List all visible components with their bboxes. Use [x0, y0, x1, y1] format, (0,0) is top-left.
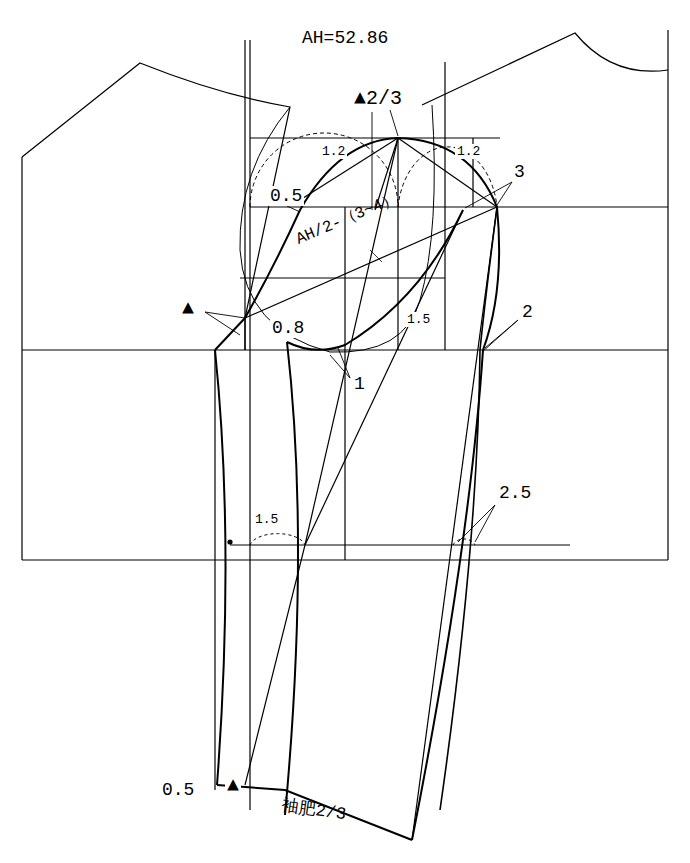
callout-number: 2 [520, 302, 535, 322]
dimension: 1.5 [405, 312, 432, 327]
callout-number: 3 [512, 162, 527, 182]
dimension: 1.2 [320, 144, 347, 159]
notch-mark: ▲ [225, 775, 241, 797]
dimension: 1.5 [253, 512, 280, 527]
callout-number: 1 [352, 374, 367, 394]
proportion-mark: ▲2/3 [352, 88, 404, 110]
notch-mark: ▲ [180, 298, 196, 320]
dimension: 2.5 [497, 483, 533, 503]
dimension: 0.5 [160, 780, 196, 800]
sleeve-width-label: 袖肥2/3 [279, 796, 350, 824]
dimension: 0.5 [268, 186, 304, 206]
dimension: 1.2 [455, 144, 482, 159]
dimension: 0.8 [270, 318, 306, 338]
armhole-length: AH=52.86 [300, 28, 390, 48]
